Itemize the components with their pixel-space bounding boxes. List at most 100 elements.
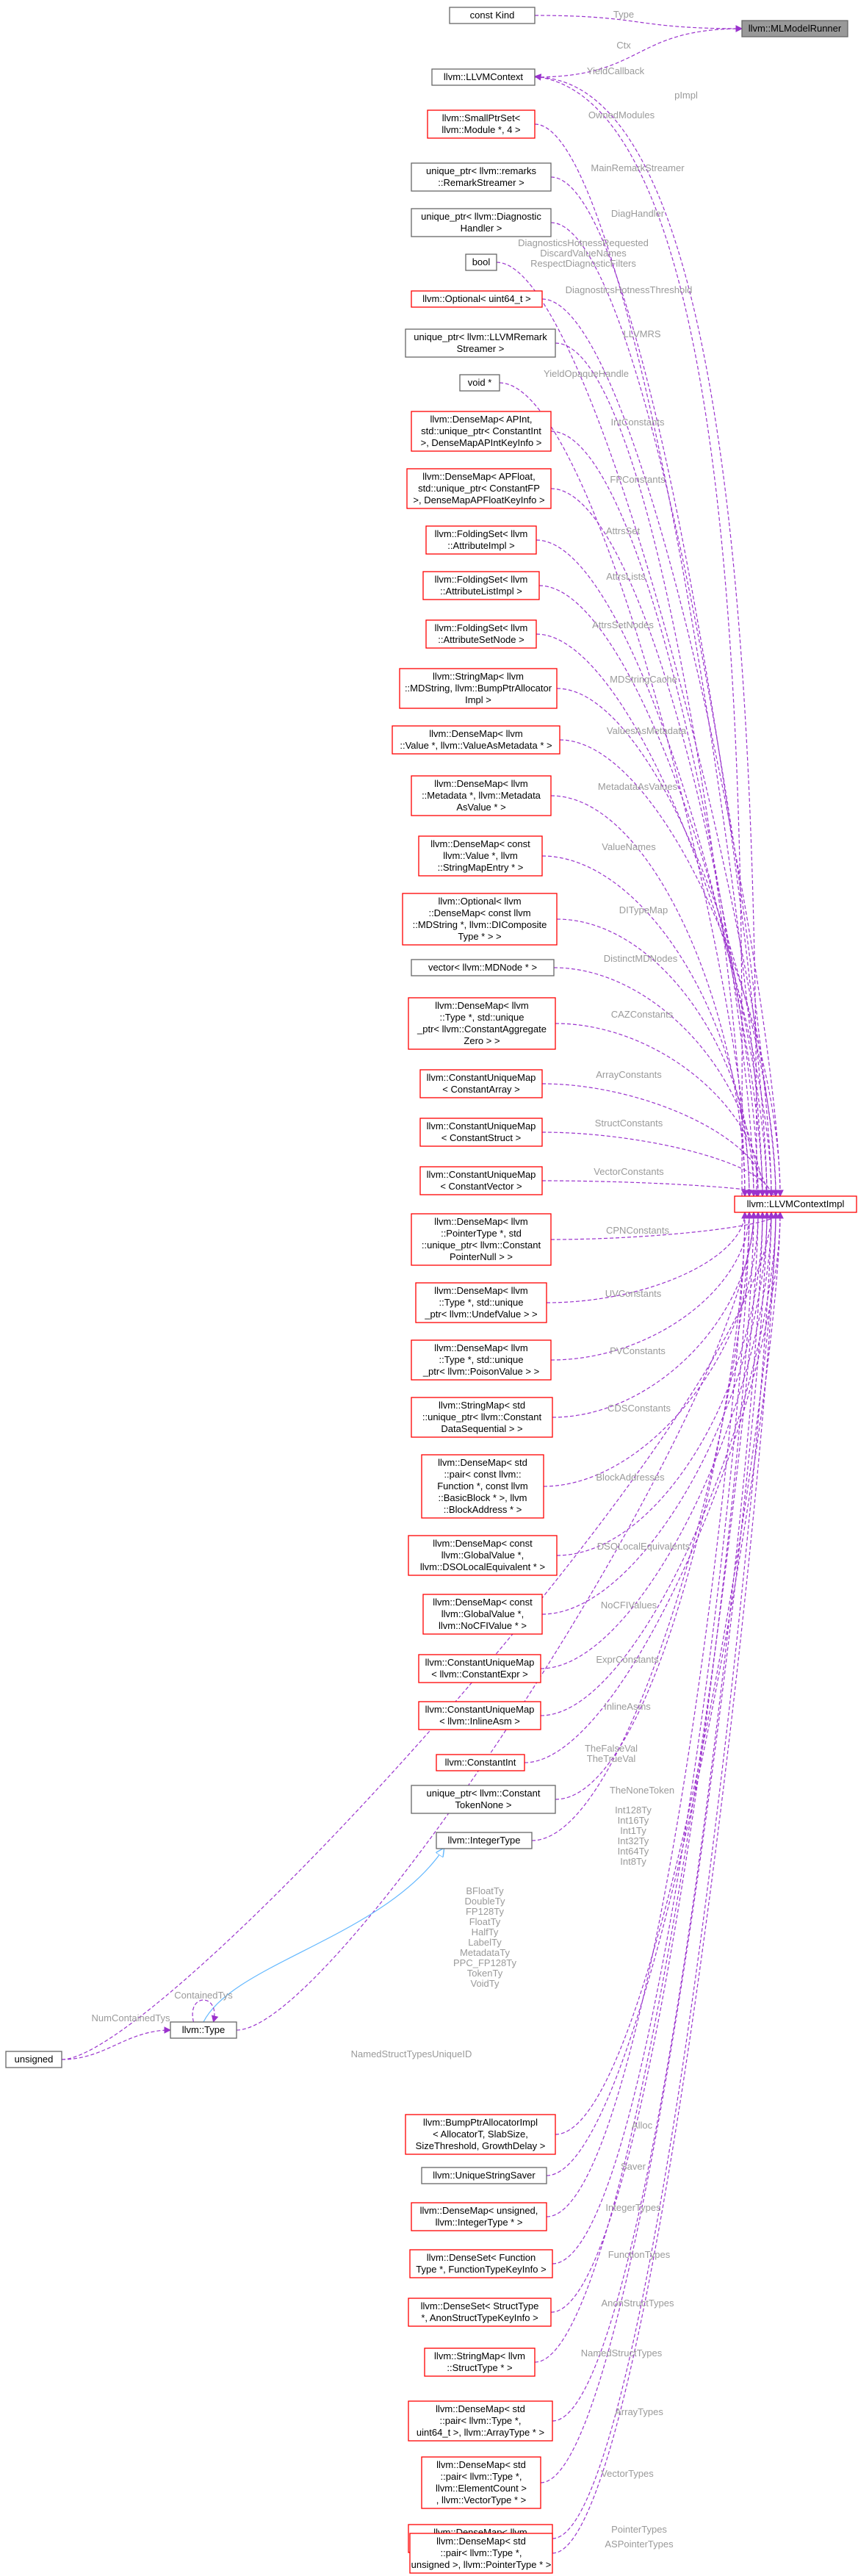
node-label-line: ::pair< const llvm::	[444, 1469, 521, 1480]
node-label-line: < llvm::InlineAsm >	[439, 1716, 520, 1727]
node-optuint64[interactable]: llvm::Optional< uint64_t >	[411, 290, 543, 308]
edge-label: DSOLocalEquivalents	[597, 1541, 691, 1552]
edge-label: VectorTypes	[601, 2468, 654, 2479]
node-dm-vectortypes[interactable]: llvm::DenseMap< std::pair< llvm::Type *,…	[421, 2456, 541, 2509]
node-constantint[interactable]: llvm::ConstantInt	[436, 1754, 525, 1771]
edge-sm-cds-to-ctximpl	[552, 1212, 757, 1418]
node-remarkstreamer[interactable]: unique_ptr< llvm::remarks::RemarkStreame…	[411, 162, 552, 192]
node-box	[411, 411, 552, 452]
node-dm-apfloat[interactable]: llvm::DenseMap< APFloat,std::unique_ptr<…	[406, 468, 552, 509]
edge-label: Ctx	[616, 40, 631, 51]
node-ctx[interactable]: llvm::LLVMContext	[431, 68, 536, 86]
node-box	[459, 374, 500, 392]
node-dm-cpn[interactable]: llvm::DenseMap< llvm::PointerType *, std…	[411, 1213, 552, 1266]
node-mlrunner[interactable]: llvm::MLModelRunner	[741, 20, 848, 37]
edge-voidptr-to-ctximpl	[499, 382, 753, 1197]
node-dm-inttypes[interactable]: llvm::DenseMap< unsigned,llvm::IntegerTy…	[411, 2202, 547, 2231]
node-box	[449, 7, 536, 24]
node-label-line: llvm::DenseMap< std	[438, 1457, 527, 1468]
edge-label: ValuesAsMetadata	[607, 725, 687, 736]
node-vec-mdnode[interactable]: vector< llvm::MDNode * >	[411, 959, 555, 976]
node-cum-expr[interactable]: llvm::ConstantUniqueMap< llvm::ConstantE…	[418, 1654, 541, 1683]
node-box	[392, 725, 560, 755]
node-label-line: AsValue * >	[456, 802, 505, 813]
node-cum-inlineasm[interactable]: llvm::ConstantUniqueMap< llvm::InlineAsm…	[418, 1701, 541, 1730]
node-box	[408, 2298, 552, 2327]
node-dm-aspointertypes[interactable]: llvm::DenseMap< std::pair< llvm::Type *,…	[409, 2533, 553, 2574]
edge-dm-arraytypes-to-ctximpl	[552, 1212, 766, 2422]
edge-dm-apint-to-ctximpl	[550, 431, 757, 1197]
node-box	[419, 1069, 543, 1098]
node-cum-array[interactable]: llvm::ConstantUniqueMap< ConstantArray >	[419, 1069, 543, 1098]
edge-labels-layer: TypeCtxYieldCallbackpImplOwnedModulesMai…	[92, 9, 698, 2550]
edge-dm-dsolocal-to-ctximpl	[556, 1212, 766, 1556]
node-label-line: llvm::DenseMap< const	[430, 838, 530, 849]
node-box	[409, 2533, 553, 2574]
edge-label: Int32Ty	[618, 1835, 649, 1846]
edge-label: Int1Ty	[620, 1825, 646, 1836]
node-dm-mdasval[interactable]: llvm::DenseMap< llvm::Metadata *, llvm::…	[411, 775, 552, 816]
node-dm-arraytypes[interactable]: llvm::DenseMap< std::pair< llvm::Type *,…	[408, 2400, 553, 2442]
node-label-line: llvm::DenseMap< std	[436, 2536, 526, 2547]
node-box	[402, 893, 558, 946]
edge-label: ContainedTys	[174, 1990, 233, 2001]
node-label-line: llvm::ConstantInt	[445, 1757, 516, 1768]
node-kind[interactable]: const Kind	[449, 7, 536, 24]
node-smallptrset[interactable]: llvm::SmallPtrSet<llvm::Module *, 4 >	[427, 109, 536, 139]
node-voidptr[interactable]: void *	[459, 374, 500, 392]
edge-cum-array-to-ctximpl	[541, 1083, 771, 1197]
node-fs-attrimpl[interactable]: llvm::FoldingSet< llvm::AttributeImpl >	[425, 525, 537, 555]
node-label-line: unsigned >, llvm::PointerType * >	[411, 2559, 552, 2570]
node-label-line: llvm::Module *, 4 >	[441, 124, 520, 135]
node-label-line: unique_ptr< llvm::Constant	[426, 1788, 540, 1799]
node-unsigned[interactable]: unsigned	[5, 2051, 62, 2068]
node-dm-valasmd[interactable]: llvm::DenseMap< llvm::Value *, llvm::Val…	[392, 725, 560, 755]
node-opt-ditypemap[interactable]: llvm::Optional< llvm::DenseMap< const ll…	[402, 893, 558, 946]
node-label-line: ::AttributeImpl >	[447, 540, 514, 551]
node-bumpalloc[interactable]: llvm::BumpPtrAllocatorImpl< AllocatorT, …	[405, 2114, 556, 2155]
node-dm-apint[interactable]: llvm::DenseMap< APInt,std::unique_ptr< C…	[411, 411, 552, 452]
node-sm-mdstring[interactable]: llvm::StringMap< llvm::MDString, llvm::B…	[399, 668, 558, 709]
node-type[interactable]: llvm::Type	[170, 2021, 237, 2039]
node-fs-attrlist[interactable]: llvm::FoldingSet< llvm::AttributeListImp…	[422, 571, 540, 600]
node-label-line: ::pair< llvm::Type *,	[440, 2415, 522, 2426]
edge-bumpalloc-to-ctximpl	[555, 1212, 779, 2135]
node-cum-vector[interactable]: llvm::ConstantUniqueMap< ConstantVector …	[419, 1166, 543, 1195]
node-sm-cds[interactable]: llvm::StringMap< std::unique_ptr< llvm::…	[411, 1397, 553, 1438]
node-label-line: llvm::DenseMap< llvm	[429, 728, 523, 739]
node-cum-struct[interactable]: llvm::ConstantUniqueMap< ConstantStruct …	[419, 1118, 543, 1147]
node-label-line: SizeThreshold, GrowthDelay >	[416, 2140, 546, 2151]
edge-bool-to-ctximpl	[496, 262, 779, 1197]
node-bool[interactable]: bool	[465, 253, 497, 271]
node-label-line: llvm::DenseMap< llvm	[434, 1285, 528, 1296]
edge-fs-attrlist-to-ctximpl	[538, 585, 771, 1197]
node-integertype[interactable]: llvm::IntegerType	[436, 1832, 533, 1849]
edge-label: FP128Ty	[466, 1906, 505, 1917]
node-label-line: llvm::DenseSet< Function	[427, 2252, 536, 2263]
node-label-line: llvm::ElementCount >	[436, 2483, 527, 2494]
edge-label: ArrayConstants	[596, 1069, 662, 1080]
node-label-line: Handler >	[461, 223, 502, 234]
node-uss[interactable]: llvm::UniqueStringSaver	[421, 2167, 547, 2184]
node-dm-blockaddr[interactable]: llvm::DenseMap< std::pair< const llvm::F…	[421, 1454, 544, 1519]
node-ds-anonstruct[interactable]: llvm::DenseSet< StructType*, AnonStructT…	[408, 2298, 552, 2327]
node-dm-caz[interactable]: llvm::DenseMap< llvm::Type *, std::uniqu…	[408, 997, 556, 1050]
node-dm-undef[interactable]: llvm::DenseMap< llvm::Type *, std::uniqu…	[415, 1282, 547, 1323]
edge-fs-attrimpl-to-ctximpl	[536, 539, 766, 1197]
node-dm-poison[interactable]: llvm::DenseMap< llvm::Type *, std::uniqu…	[411, 1339, 552, 1381]
node-ds-functypes[interactable]: llvm::DenseSet< FunctionType *, Function…	[409, 2249, 553, 2278]
node-label-line: ::DenseMap< const llvm	[428, 907, 530, 918]
node-box	[421, 2167, 547, 2184]
node-label-line: ::Value *, llvm::ValueAsMetadata * >	[400, 740, 552, 751]
node-label-line: llvm::DenseMap< llvm	[434, 778, 528, 789]
node-sm-namedstruct[interactable]: llvm::StringMap< llvm::StructType * >	[424, 2347, 536, 2377]
node-ctximpl[interactable]: llvm::LLVMContextImpl	[734, 1195, 857, 1213]
node-label-line: llvm::IntegerType	[448, 1835, 521, 1846]
node-fs-attrset[interactable]: llvm::FoldingSet< llvm::AttributeSetNode…	[425, 619, 537, 649]
